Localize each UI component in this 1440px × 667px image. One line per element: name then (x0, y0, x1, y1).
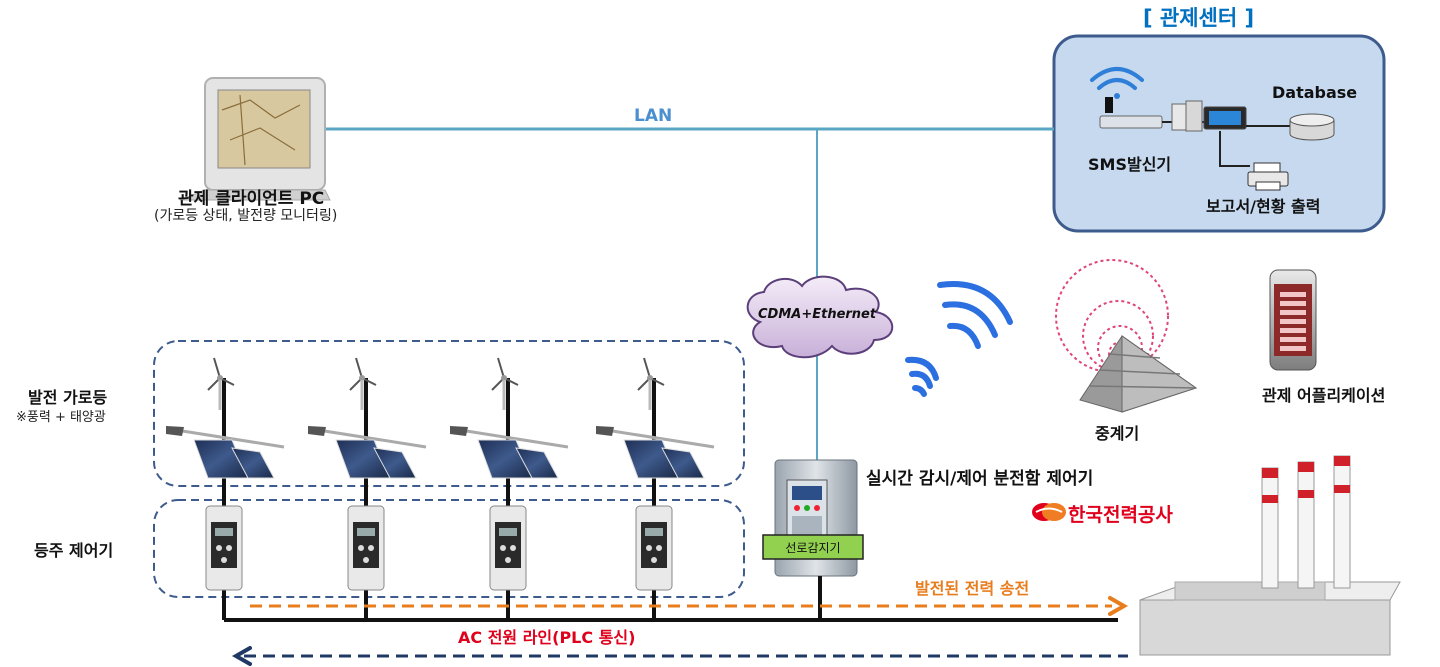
streetlight-group-box (153, 340, 745, 487)
server-icon (1171, 100, 1247, 132)
streetlight-title: 발전 가로등 (28, 388, 108, 407)
sms-transmitter-label: SMS발신기 (1088, 155, 1172, 174)
repeater-label: 중계기 (1095, 424, 1140, 443)
report-output-label: 보고서/현황 출력 (1206, 197, 1321, 216)
mobile-app-label: 관제 어플리케이션 (1262, 386, 1386, 405)
streetlight-unit (308, 357, 427, 620)
pole-controller-label: 등주 제어기 (34, 541, 114, 560)
streetlight-unit (450, 357, 569, 620)
printer-connection-line (1219, 131, 1250, 167)
wifi-signal-icon (1090, 67, 1144, 99)
lan-label: LAN (634, 106, 673, 126)
smartphone-icon (1269, 269, 1317, 371)
distribution-box-label: 실시간 감시/제어 분전함 제어기 (866, 469, 1094, 489)
control-center-title: [ 관제센터 ] (1143, 6, 1255, 30)
pole-controller-group-box (153, 499, 745, 598)
repeater-tower-icon (1079, 335, 1198, 413)
streetlights (166, 357, 715, 620)
kepco-logo (1032, 503, 1066, 521)
database-label: Database (1272, 83, 1358, 102)
transmission-arrow-head (1108, 596, 1129, 616)
database-icon (1289, 113, 1335, 141)
kepco-label: 한국전력공사 (1068, 504, 1173, 526)
streetlight-unit (596, 357, 715, 620)
wireless-wave-far-icon (937, 281, 1013, 349)
client-pc-subtitle: (가로등 상태, 발전량 모니터링) (154, 208, 338, 224)
line-sensor-badge (762, 534, 864, 560)
streetlight-unit (166, 357, 285, 620)
cdma-cloud (746, 275, 894, 359)
wireless-wave-near-icon (905, 356, 939, 397)
client-pc-monitor-icon (179, 77, 331, 201)
cdma-label: CDMA+Ethernet (758, 307, 877, 322)
line-sensor-label: 선로감지기 (785, 541, 841, 555)
ac-line-label: AC 전원 라인(PLC 통신) (458, 628, 636, 647)
return-arrow-head (231, 646, 252, 666)
streetlight-note: ※풍력 + 태양광 (16, 410, 106, 425)
power-plant-icon (1139, 455, 1401, 656)
transmission-label: 발전된 전력 송전 (915, 579, 1030, 598)
client-pc-title: 관제 클라이언트 PC (178, 189, 325, 209)
printer-icon (1247, 162, 1289, 191)
